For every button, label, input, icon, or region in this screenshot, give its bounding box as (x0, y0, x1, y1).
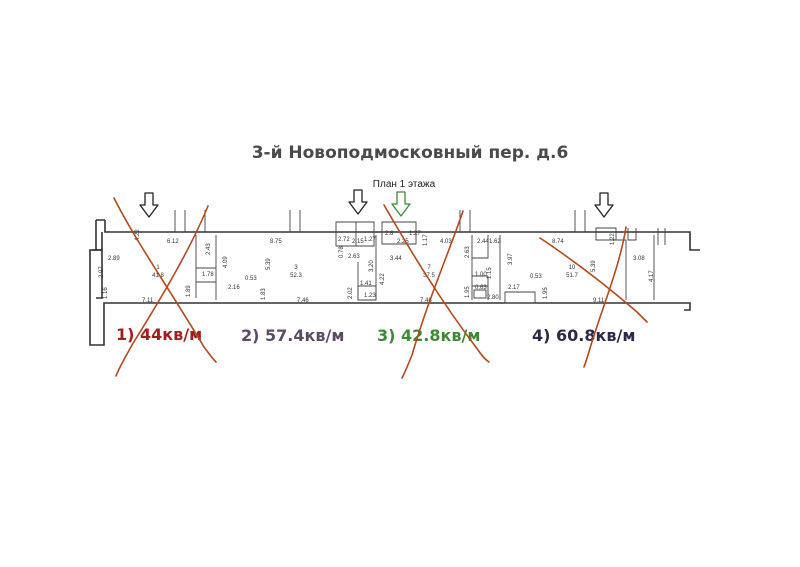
dimension-label: 1.95 (465, 286, 471, 298)
room-area: 41.8 (152, 273, 164, 279)
unit-4-area-label: 4) 60.8кв/м (532, 326, 635, 345)
dimension-label: 2.80 (487, 295, 499, 301)
dimension-label: 1.41 (360, 281, 372, 287)
dimension-label: 1.62 (489, 239, 501, 245)
dimension-label: 5.39 (591, 260, 597, 272)
plan-title: 3-й Новоподмосковный пер. д.6 (252, 143, 569, 163)
room-number: 10 (569, 265, 576, 271)
unit-2-area-label: 2) 57.4кв/м (241, 326, 344, 345)
room-number: 1 (156, 265, 160, 271)
unit-3-area-label: 3) 42.8кв/м (377, 326, 480, 345)
dimension-label: 7.46 (297, 298, 309, 304)
cross-out-mark (115, 205, 209, 377)
dimension-label: 1.16 (103, 287, 109, 299)
dimension-label: 2.97 (99, 266, 105, 278)
dimension-label: 0.78 (339, 246, 345, 258)
room-number: 7 (427, 265, 431, 271)
room-area: 51.7 (566, 273, 578, 279)
dimension-label: 4.03 (440, 239, 452, 245)
dimension-label: 4.22 (380, 273, 386, 285)
dimension-label: 3.44 (390, 256, 402, 262)
dimension-label: 0.63 (475, 285, 487, 291)
dimension-label: 2.63 (465, 246, 471, 258)
dimension-label: 0.53 (530, 274, 542, 280)
dimension-label: 2.16 (228, 285, 240, 291)
room-area: 52.3 (290, 273, 302, 279)
unit-1-area-label: 1) 44кв/м (116, 325, 202, 344)
entrance-arrows (139, 189, 614, 218)
plan-subtitle: План 1 этажа (373, 179, 436, 190)
dimension-label: 7.46 (420, 298, 432, 304)
unit-labels: 1) 44кв/м 2) 57.4кв/м 3) 42.8кв/м 4) 60.… (116, 325, 635, 345)
dimension-label: 1.23 (364, 293, 376, 299)
cross-out-mark (539, 237, 648, 323)
entrance-arrow-icon (139, 192, 159, 218)
room-number: 3 (294, 265, 298, 271)
dimension-label: 2.72 (338, 237, 350, 243)
dimension-label: 2.44 (477, 239, 489, 245)
dimension-label: 3.20 (369, 260, 375, 272)
entrance-arrow-icon (391, 191, 411, 217)
dimension-label: 9.11 (593, 298, 605, 304)
entrance-arrow-icon (594, 192, 614, 218)
dimension-label: 8.75 (270, 239, 282, 245)
dimension-labels: 2.89 4.22 6.12 2.43 2.97 7.11 1.89 1.78 … (99, 229, 655, 304)
entrance-arrow-icon (348, 189, 368, 215)
dimension-label: 8.74 (552, 239, 564, 245)
dimension-label: 2.8 (385, 231, 394, 237)
dimension-label: 4.09 (223, 256, 229, 268)
dimension-label: 2.15 (352, 239, 364, 245)
dimension-label: 0.53 (245, 276, 257, 282)
cross-out-mark (401, 210, 464, 379)
dimension-label: 1.89 (186, 285, 192, 297)
dimension-label: 1.17 (423, 234, 429, 246)
dimension-label: 4.22 (135, 229, 141, 241)
dimension-label: 3.97 (508, 253, 514, 265)
dimension-label: 1.22 (610, 233, 616, 245)
dimension-label: 2.89 (108, 256, 120, 262)
dimension-label: 2.43 (206, 243, 212, 255)
dimension-label: 4.17 (649, 270, 655, 282)
dimension-label: 1.15 (487, 267, 493, 279)
dimension-label: 1.83 (261, 288, 267, 300)
dimension-label: 7.11 (142, 298, 154, 304)
dimension-label: 2.02 (348, 287, 354, 299)
dimension-label: 1.00 (475, 272, 487, 278)
dimension-label: 2.25 (397, 239, 409, 245)
dimension-label: 1.78 (202, 272, 214, 278)
room-labels: 1 41.8 3 52.3 7 37.5 10 51.7 (152, 265, 578, 279)
dimension-label: 2.17 (508, 285, 520, 291)
cross-out-mark (113, 197, 217, 363)
floor-plan-walls (89, 210, 700, 346)
dimension-label: 1.95 (543, 287, 549, 299)
cross-out-mark (383, 204, 490, 363)
dimension-label: 6.12 (167, 239, 179, 245)
dimension-label: 3.08 (633, 256, 645, 262)
room-area: 37.5 (423, 273, 435, 279)
dimension-label: 5.39 (266, 258, 272, 270)
dimension-label: 1.27 (364, 237, 376, 243)
cross-out-marks (113, 197, 648, 379)
cross-out-mark (583, 226, 627, 368)
facade-windows (174, 210, 666, 245)
dimension-label: 1.27 (409, 231, 421, 237)
dimension-label: 2.63 (348, 254, 360, 260)
